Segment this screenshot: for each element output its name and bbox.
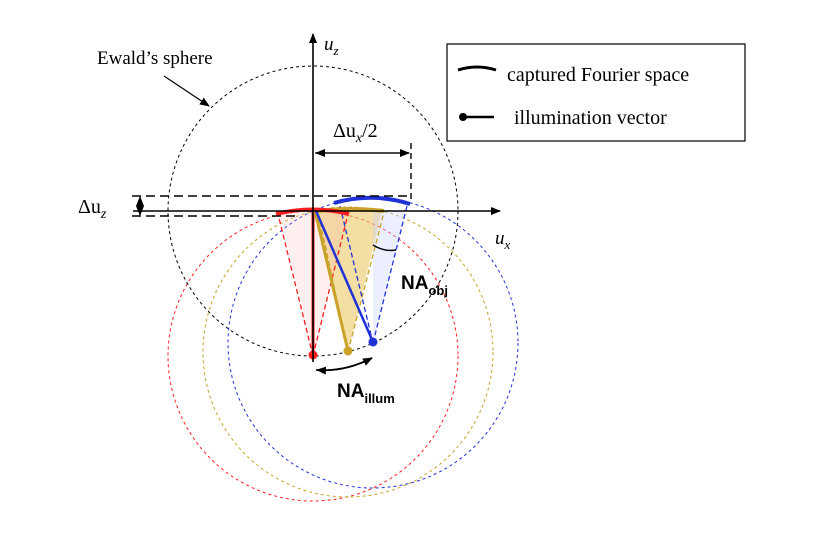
na-obj-arc [372,244,397,252]
legend-box [446,43,746,142]
illumination-vector-gold [313,210,350,352]
legend-captured-label: captured Fourier space [507,64,689,86]
red-cone-edge-left [277,213,314,357]
illumination-dot-blue [368,337,378,347]
legend: captured Fourier space illumination vect… [446,43,746,142]
legend-arc-icon [457,65,497,72]
gold-cone-fill [317,211,382,352]
delta-uz-label: Δuz [78,196,107,222]
ewald-pointer-arrow [163,75,210,107]
illumination-vector-blue [314,210,375,343]
legend-illumination-label: illumination vector [514,107,667,129]
gold-sphere-circle [202,206,494,498]
blue-sphere-circle [227,197,519,489]
uz-axis-label: uz [324,34,339,58]
red-cone-edge-right [312,213,349,357]
captured-arc-blue [333,195,411,206]
gold-cone-edge-right [347,211,385,353]
red-sphere-circle [167,210,459,502]
illumination-dot-gold [343,346,353,356]
na-illum-label: NAillum [337,381,395,406]
na-obj-label: NAobj [401,273,448,298]
na-illum-arc-back [316,357,373,375]
ewald-sphere-label: Ewald’s sphere [97,48,213,69]
ux-axis-label: ux [495,228,511,252]
delta-ux-label: Δux/2 [333,120,378,146]
